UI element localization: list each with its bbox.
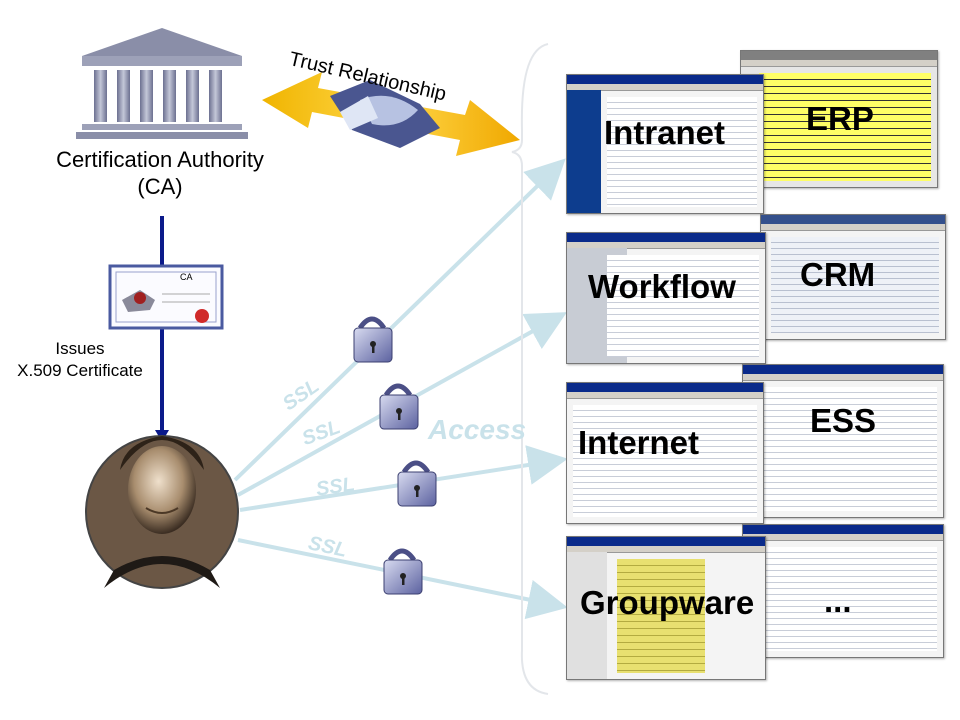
padlock-icon <box>353 316 393 363</box>
crm-label: CRM <box>800 256 876 293</box>
internet-label: Internet <box>578 424 700 461</box>
groupware-label: Groupware <box>580 584 755 621</box>
access-label: Access <box>428 414 527 445</box>
issues-label: Issues X.509 Certificate <box>0 338 160 382</box>
ca-title-line2: (CA) <box>137 174 183 199</box>
crm-screenshot <box>760 214 946 340</box>
issues-line1: Issues <box>55 339 105 358</box>
ca-title-line1: Certification Authority <box>56 147 264 172</box>
groupware-screenshot <box>742 524 944 658</box>
internet-screenshot <box>566 382 764 524</box>
groupware-calendar-screenshot <box>566 536 766 680</box>
ess-label: ESS <box>810 402 877 439</box>
erp-screenshot <box>740 50 938 188</box>
ca-title: Certification Authority (CA) <box>20 146 300 200</box>
grouping-brace <box>511 43 549 695</box>
workflow-screenshot <box>566 232 766 364</box>
workflow-label: Workflow <box>588 268 736 305</box>
issues-line2: X.509 Certificate <box>17 361 143 380</box>
ca-building-icon <box>76 28 248 139</box>
user-avatar <box>85 435 239 589</box>
ess-screenshot <box>742 364 944 518</box>
padlock-icon <box>397 460 437 507</box>
certificate-label: CA <box>180 272 193 282</box>
erp-label: ERP <box>806 100 874 137</box>
padlock-icon <box>379 383 419 430</box>
certificate-icon <box>108 264 224 330</box>
handshake-icon <box>330 80 440 148</box>
intranet-screenshot <box>566 74 764 214</box>
padlock-icon <box>383 548 423 595</box>
intranet-label: Intranet <box>604 114 726 151</box>
more-apps-label: ... <box>824 582 852 619</box>
